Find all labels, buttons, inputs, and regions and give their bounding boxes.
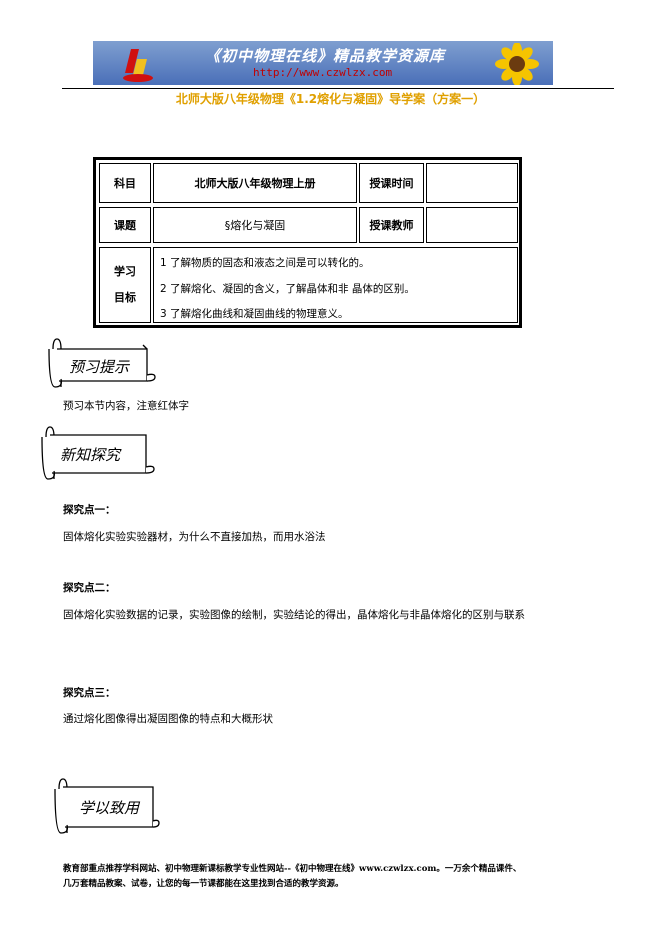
topic-value: §熔化与凝固 xyxy=(153,207,357,243)
objective-item: 3 了解熔化曲线和凝固曲线的物理意义。 xyxy=(160,308,349,320)
objective-item: 1 了解物质的固态和液态之间是可以转化的。 xyxy=(160,257,370,269)
point2-text: 固体熔化实验数据的记录，实验图像的绘制，实验结论的得出，晶体熔化与非晶体熔化的区… xyxy=(63,609,525,621)
topic-label: 课题 xyxy=(99,207,151,243)
point2-label: 探究点二： xyxy=(63,582,116,594)
course-info-table: 科目 北师大版八年级物理上册 授课时间 课题 §熔化与凝固 授课教师 学习 目标… xyxy=(93,157,522,328)
subject-value: 北师大版八年级物理上册 xyxy=(153,163,357,203)
time-value xyxy=(426,163,518,203)
scroll-icon xyxy=(48,338,156,388)
footer-line1: 教育部重点推荐学科网站、初中物理新课标教学专业性网站--《初中物理在线》www.… xyxy=(63,864,522,874)
teacher-value xyxy=(426,207,518,243)
objectives-label-line1: 学习 xyxy=(114,265,136,278)
header-banner: 《初中物理在线》精品教学资源库 http://www.czwlzx.com xyxy=(93,41,553,85)
objectives-list: 1 了解物质的固态和液态之间是可以转化的。 2 了解熔化、凝固的含义，了解晶体和… xyxy=(153,247,518,323)
header-rule xyxy=(62,88,614,89)
apply-heading: 学以致用 xyxy=(79,799,140,817)
teacher-label: 授课教师 xyxy=(359,207,424,243)
sunflower-icon xyxy=(495,43,539,85)
explore-scroll-banner: 新知探究 xyxy=(36,423,156,483)
site-logo-icon xyxy=(123,49,153,82)
preview-text: 预习本节内容，注意红体字 xyxy=(63,400,189,412)
preview-scroll-banner: 预习提示 xyxy=(43,335,161,391)
explore-heading: 新知探究 xyxy=(60,446,121,464)
subject-label: 科目 xyxy=(99,163,151,203)
scroll-icon xyxy=(41,426,155,480)
apply-scroll-banner: 学以致用 xyxy=(49,775,161,837)
objective-item: 2 了解熔化、凝固的含义，了解晶体和非 晶体的区别。 xyxy=(160,283,415,295)
banner-title: 《初中物理在线》精品教学资源库 xyxy=(205,47,446,65)
footer-line2: 几万套精品教案、试卷，让您的每一节课都能在这里找到合适的教学资源。 xyxy=(63,879,344,889)
point3-text: 通过熔化图像得出凝固图像的特点和大概形状 xyxy=(63,713,273,725)
point1-text: 固体熔化实验实验器材，为什么不直接加热，而用水浴法 xyxy=(63,531,326,543)
footer-note: 教育部重点推荐学科网站、初中物理新课标教学专业性网站--《初中物理在线》www.… xyxy=(63,862,603,892)
banner-url: http://www.czwlzx.com xyxy=(253,66,393,79)
point1-label: 探究点一： xyxy=(63,504,116,516)
time-label: 授课时间 xyxy=(359,163,424,203)
objectives-label: 学习 目标 xyxy=(99,247,151,323)
preview-heading: 预习提示 xyxy=(69,358,130,376)
point3-label: 探究点三： xyxy=(63,687,116,699)
objectives-label-line2: 目标 xyxy=(114,291,136,304)
scroll-icon xyxy=(54,778,160,834)
page-title: 北师大版八年级物理《1.2熔化与凝固》导学案（方案一） xyxy=(175,92,486,106)
